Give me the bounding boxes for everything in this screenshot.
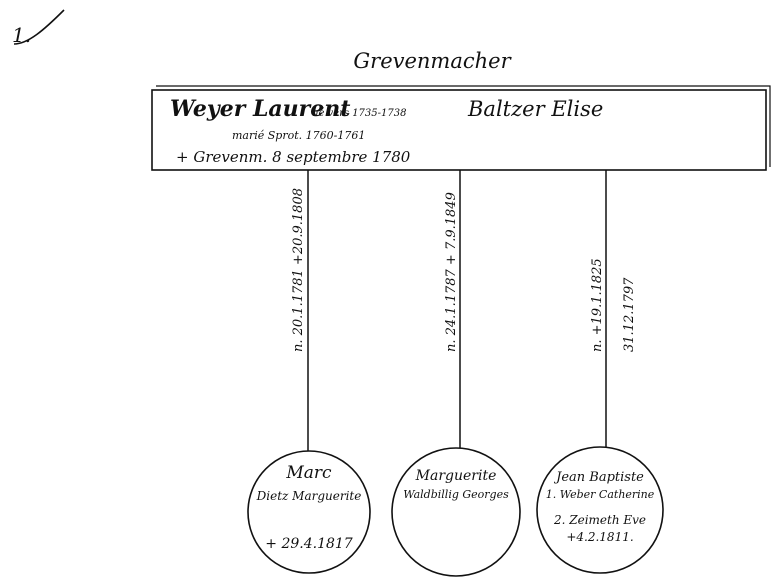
mother-name: Baltzer Elise bbox=[467, 97, 603, 121]
child-1-name: Marc bbox=[285, 463, 332, 483]
child-3-spouse: 1. Weber Catherine bbox=[546, 488, 655, 501]
child-3-name: Jean Baptiste bbox=[553, 470, 644, 485]
child-2-node bbox=[391, 447, 521, 577]
child-3-node bbox=[536, 446, 664, 574]
child-1-stem-dates: n. 20.1.1781 +20.9.1808 bbox=[291, 188, 306, 352]
page-number-stroke bbox=[13, 9, 65, 45]
father-birth: né vers 1735-1738 bbox=[312, 108, 406, 119]
child-1-spouse: Dietz Marguerite bbox=[256, 489, 362, 503]
child-2-stem-dates: n. 24.1.1787 + 7.9.1849 bbox=[444, 192, 459, 352]
child-1-node bbox=[247, 450, 371, 574]
child-1-death: + 29.4.1817 bbox=[265, 536, 353, 552]
place-title: Grevenmacher bbox=[353, 49, 512, 73]
child-3-spouse-2: 2. Zeimeth Eve bbox=[553, 513, 646, 527]
child-3-stem-dates-2: 31.12.1797 bbox=[622, 277, 637, 352]
father-death: + Grevenm. 8 septembre 1780 bbox=[176, 148, 411, 166]
child-3-stem-dates: n. +19.1.1825 bbox=[590, 258, 605, 352]
child-2-name: Marguerite bbox=[415, 468, 497, 484]
child-3-death: +4.2.1811. bbox=[566, 530, 633, 544]
parents-box bbox=[151, 89, 767, 171]
father-marriage: marié Sprot. 1760-1761 bbox=[232, 129, 365, 142]
child-2-spouse: Waldbillig Georges bbox=[403, 488, 509, 501]
father-name: Weyer Laurent bbox=[170, 96, 350, 122]
parents-box-shadow bbox=[156, 85, 771, 167]
